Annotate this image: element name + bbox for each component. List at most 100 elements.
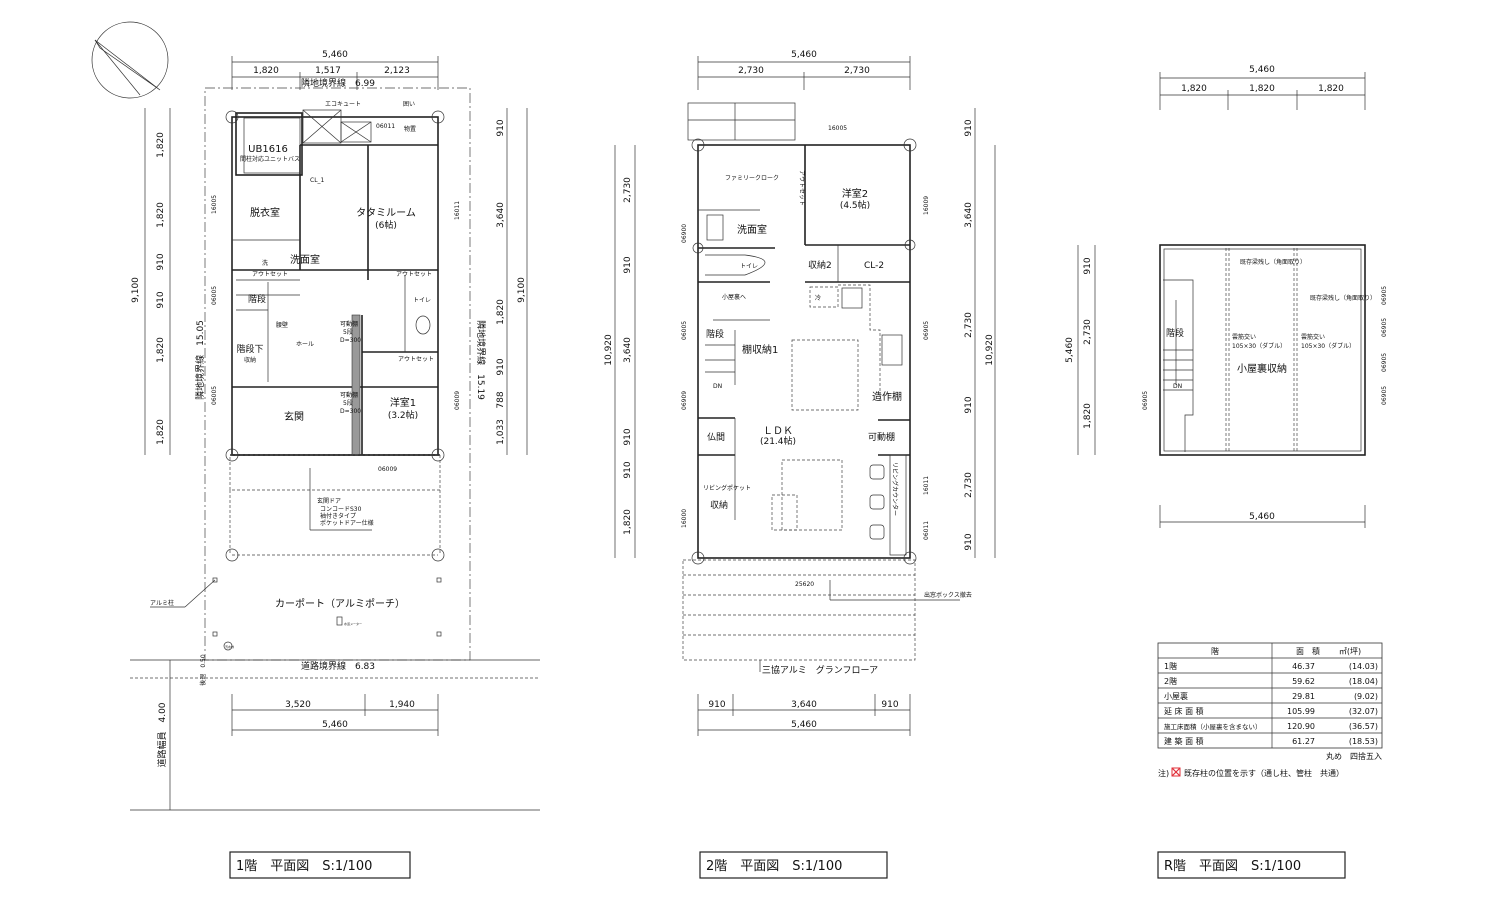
door-note: ポケットドアー仕様 [320, 519, 374, 527]
carport-label: カーポート（アルミポーチ） [275, 598, 405, 610]
dim: 1,820 [156, 419, 166, 445]
dim: 1,820 [623, 509, 633, 535]
dim: 910 [1083, 257, 1093, 274]
dimension-bottom: 3,520 1,940 5,460 [231, 694, 439, 736]
room-note: 間柱対応ユニットバス [240, 155, 300, 163]
boundary-left-label: 隣地境界線 15.05 [194, 320, 206, 400]
room-labels-1f: UB1616 間柱対応ユニットバス エコキュート 囲い 物置 CL_1 脱衣室 … [150, 101, 461, 649]
rounding-note: 丸め 四捨五入 [1326, 751, 1382, 761]
deck [682, 559, 960, 672]
row-m2: 29.81 [1292, 692, 1315, 701]
dimension-right: 10,920 910 3,640 2,730 910 2,730 910 [964, 108, 996, 558]
window-code: 16000 [681, 509, 688, 528]
brace-label: 雲筋交い [1301, 333, 1325, 341]
room-label: 収納2 [808, 259, 832, 271]
door-note: コンコードS30 [320, 506, 362, 513]
dim: 910 [708, 700, 725, 710]
row-label: 2階 [1164, 676, 1177, 686]
room-label: 洋室1 [390, 396, 416, 409]
beam-label: 既存梁残し（角面取り） [1240, 258, 1306, 266]
room-label: 腰壁 [276, 321, 288, 329]
dim: 1,820 [156, 337, 166, 363]
room-label: ＬＤＫ [763, 426, 793, 437]
alumi-post-label: アルミ柱 [150, 599, 174, 607]
room-note: D=300 [340, 337, 361, 344]
room-label: 仏間 [707, 432, 725, 443]
title-box [699, 851, 888, 879]
table-row: 延 床 面 積 105.99 (32.07) [1164, 706, 1378, 716]
dn-label: DN [713, 383, 722, 390]
plan-2f: 5,460 2,730 2,730 10,920 2,730 910 3,640… [604, 50, 996, 879]
table-row: 小屋裏 29.81 (9.02) [1164, 691, 1378, 701]
room-size: (21.4帖) [760, 435, 796, 447]
dim-total: 5,460 [322, 720, 348, 730]
window-code: 06909 [681, 391, 688, 410]
dimension-top: 5,460 2,730 2,730 [697, 50, 911, 90]
window-code: 16005 [211, 195, 218, 214]
window-code: 16005 [828, 125, 847, 132]
title-box [1157, 851, 1346, 879]
note-prefix: 注) [1158, 768, 1169, 778]
room-label: 小屋裏収納 [1237, 362, 1287, 375]
room-label: 冷 [815, 294, 821, 302]
table-row: 建 築 面 積 61.27 (18.53) [1164, 736, 1378, 746]
door-note: 袖付きタイプ [320, 512, 356, 520]
dim: 2,123 [384, 66, 410, 76]
dim: 910 [623, 428, 633, 445]
dim: 2,730 [1083, 319, 1093, 345]
note-label: 出窓ボックス撤去 [924, 591, 972, 599]
door-label: 玄関ドア [317, 497, 341, 505]
room-label: 収納 [710, 499, 728, 511]
dim: 910 [623, 461, 633, 478]
dim: 1,940 [389, 700, 415, 710]
dim-total: 5,460 [1249, 512, 1275, 522]
dim: 1,517 [315, 66, 341, 76]
window-code: 06905 [1381, 318, 1388, 337]
room-label: 洗面室 [290, 253, 320, 266]
room-label: 棚収納1 [742, 343, 778, 356]
dim: 910 [881, 700, 898, 710]
dim: 3,640 [623, 337, 633, 363]
boundary-road-label: 道路境界線 6.83 [301, 660, 375, 672]
dim-total: 5,460 [1065, 337, 1075, 363]
walls-1f [150, 109, 445, 651]
row-tsubo: (32.07) [1349, 707, 1378, 716]
room-label: ホール [296, 341, 314, 348]
brace-label: 雲筋交い [1232, 333, 1256, 341]
row-tsubo: (14.03) [1349, 662, 1378, 671]
dim: 3,640 [964, 202, 974, 228]
window-code: 16009 [923, 196, 930, 215]
room-label: ファミリークローク [725, 175, 779, 182]
dim: 910 [496, 119, 506, 136]
row-label: 施工床面積（小屋裏を含まない） [1164, 722, 1262, 731]
dim: 2,730 [623, 177, 633, 203]
room-label: UB1616 [248, 144, 288, 155]
dim: 3,520 [285, 700, 311, 710]
boundary-top-label: 隣地境界線 6.99 [301, 77, 375, 89]
window-code: 06905 [1381, 286, 1388, 305]
dim-total: 5,460 [791, 50, 817, 60]
room-label: 洗面室 [737, 223, 767, 236]
room-label: CL_1 [310, 177, 325, 184]
row-tsubo: (18.53) [1349, 737, 1378, 746]
title-box [229, 851, 411, 879]
window-code: 16011 [923, 476, 930, 495]
row-m2: 120.90 [1287, 722, 1315, 731]
window-code: 06005 [211, 386, 218, 405]
road-width-label: 道路幅員 4.00 [156, 702, 168, 767]
dim-total: 10,920 [604, 334, 614, 366]
dim-total: 5,460 [322, 50, 348, 60]
room-label: トイレ [740, 263, 758, 270]
window-code: 06905 [923, 321, 930, 340]
dn-label: DN [1173, 383, 1182, 390]
room-size: (6帖) [375, 219, 397, 231]
room-label: 階段 [1166, 327, 1184, 339]
room-label: 囲い [403, 101, 415, 108]
setback-label: 後退 0.50 [199, 654, 207, 686]
beam-label: 既存梁残し（角面取り） [1310, 294, 1376, 302]
dim: 910 [964, 396, 974, 413]
plan-title: R階 平面図 S:1/100 [1164, 859, 1301, 874]
dim: 2,730 [964, 472, 974, 498]
room-label: トイレ [413, 297, 431, 304]
